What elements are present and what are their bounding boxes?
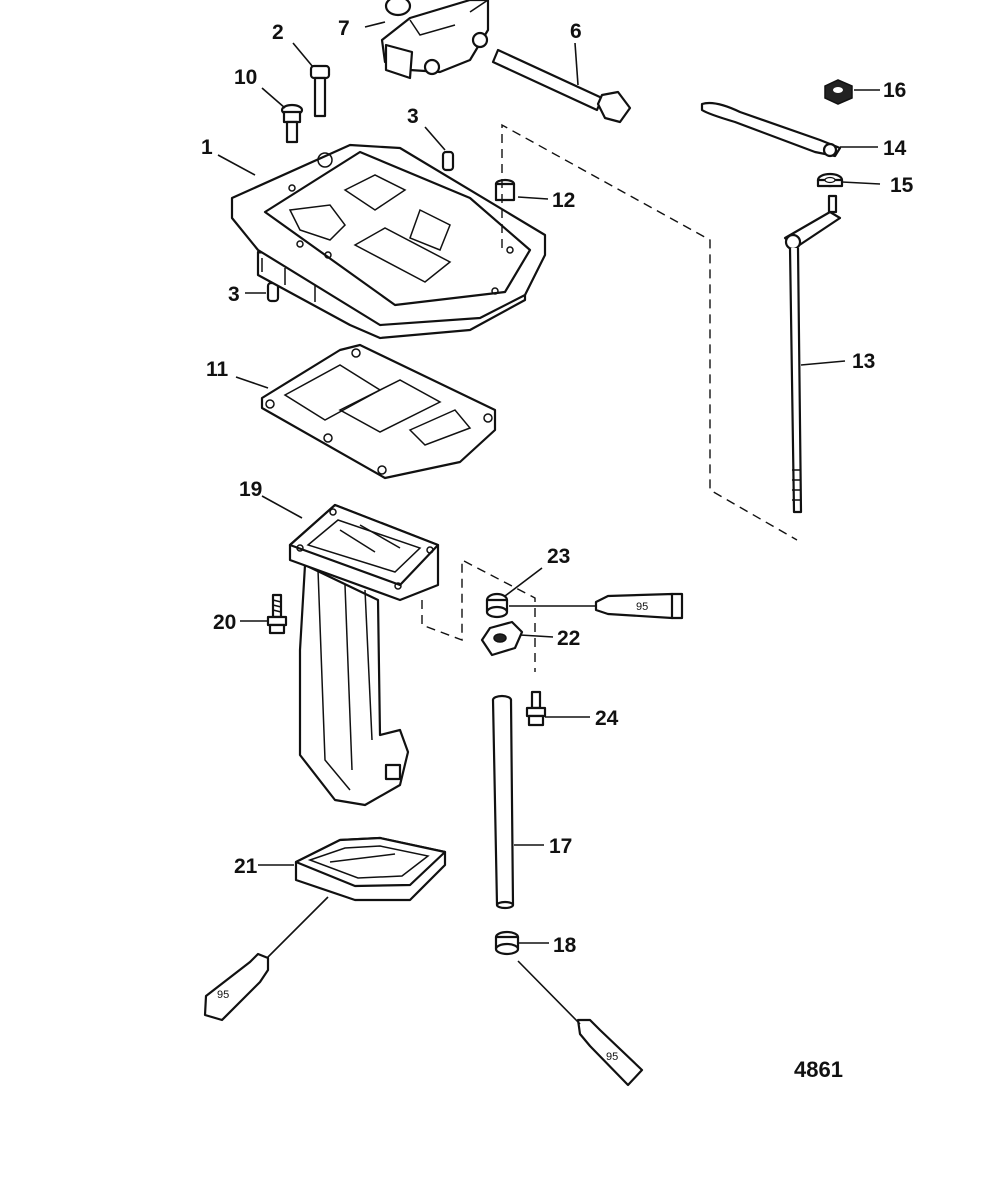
part-14-link-arm bbox=[700, 101, 842, 158]
callout-14: 14 bbox=[883, 137, 907, 160]
callout-3-lower: 3 bbox=[228, 283, 240, 306]
part-3-pin-upper bbox=[441, 150, 455, 172]
part-24-bolt bbox=[525, 690, 547, 727]
callout-13: 13 bbox=[852, 350, 875, 373]
assembly-line-right bbox=[501, 123, 798, 541]
callout-22: 22 bbox=[557, 627, 580, 650]
callout-17: 17 bbox=[549, 835, 572, 858]
callout-15: 15 bbox=[890, 174, 914, 197]
assembly-line-middle bbox=[421, 558, 536, 672]
callout-24: 24 bbox=[595, 707, 619, 730]
part-17-tube bbox=[491, 694, 515, 910]
callout-6: 6 bbox=[570, 20, 582, 43]
sealant-tube-bottom: 95 bbox=[576, 1018, 644, 1087]
sealant-tube-bottom-label: 95 bbox=[606, 1051, 618, 1063]
sealant-tube-left: 95 bbox=[203, 952, 270, 1022]
part-13-shift-rod bbox=[783, 194, 842, 514]
part-22-retainer bbox=[480, 620, 524, 657]
part-10-bolt bbox=[280, 103, 304, 144]
part-7-bracket bbox=[380, 0, 490, 80]
callout-21: 21 bbox=[234, 855, 258, 878]
part-1-adapter-plate bbox=[230, 143, 547, 340]
callout-1: 1 bbox=[201, 136, 213, 159]
callout-7: 7 bbox=[338, 17, 350, 40]
sealant-tube-upper: 95 bbox=[594, 592, 684, 620]
part-11-gasket bbox=[260, 343, 497, 480]
part-21-seal bbox=[294, 836, 447, 902]
figure-number: 4861 bbox=[794, 1057, 843, 1082]
sealant-tube-upper-label: 95 bbox=[636, 601, 648, 613]
part-15-washer bbox=[816, 172, 844, 188]
callout-20: 20 bbox=[213, 611, 236, 634]
callout-23: 23 bbox=[547, 545, 570, 568]
callout-10: 10 bbox=[234, 66, 257, 89]
callout-2: 2 bbox=[272, 21, 284, 44]
part-18-grommet bbox=[494, 930, 520, 956]
part-20-bolt bbox=[266, 593, 288, 635]
part-6-bolt bbox=[491, 48, 632, 124]
callout-11: 11 bbox=[206, 358, 229, 381]
part-16-nut bbox=[824, 79, 853, 105]
callout-12: 12 bbox=[552, 189, 575, 212]
part-23-grommet bbox=[485, 592, 509, 619]
part-19-exhaust-tube bbox=[288, 503, 440, 807]
part-2-screw bbox=[309, 64, 331, 118]
callout-19: 19 bbox=[239, 478, 262, 501]
leader-lines bbox=[217, 0, 881, 1025]
callout-16: 16 bbox=[883, 79, 906, 102]
callout-3-upper: 3 bbox=[407, 105, 419, 128]
callout-18: 18 bbox=[553, 934, 577, 957]
sealant-tube-left-label: 95 bbox=[217, 989, 229, 1001]
part-12-sleeve bbox=[494, 178, 516, 202]
